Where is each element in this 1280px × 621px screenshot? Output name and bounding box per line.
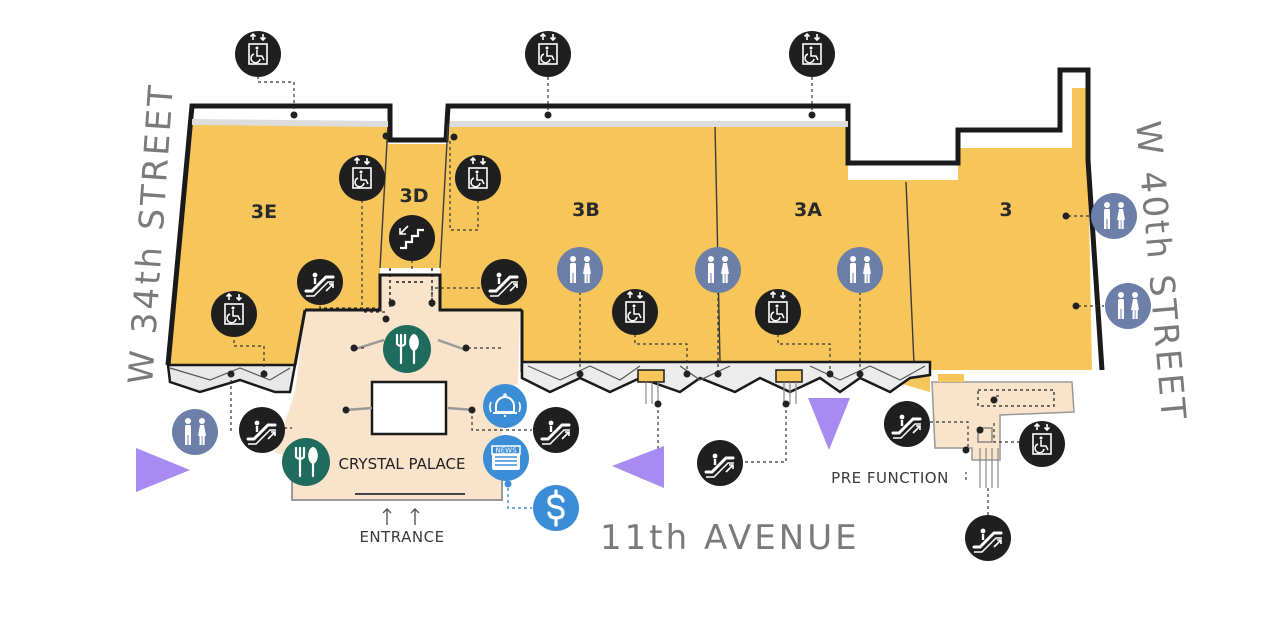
street-label-south: 11th AVENUE (600, 518, 860, 558)
restroom-icon[interactable] (557, 247, 603, 293)
entrance-label: ENTRANCE (359, 528, 444, 546)
escalator-icon[interactable] (295, 257, 345, 307)
restroom-icon[interactable] (1105, 283, 1151, 329)
crystal-palace-label: CRYSTAL PALACE (338, 455, 465, 473)
direction-arrow-icon (612, 446, 664, 488)
escalator-icon[interactable] (479, 257, 529, 307)
accessible-elevator-icon[interactable] (524, 30, 572, 78)
dining-icon[interactable] (280, 436, 332, 488)
hall-floor (168, 88, 1092, 392)
accessible-elevator-icon[interactable] (611, 288, 659, 336)
direction-arrow-icon (808, 398, 850, 450)
lobby-atrium (370, 380, 448, 436)
pre-function-label: PRE FUNCTION (831, 469, 949, 487)
escalator-icon[interactable] (531, 405, 581, 455)
hall-label-3a: 3A (794, 199, 822, 221)
atm-dollar-icon[interactable] (531, 483, 581, 533)
building-wall (165, 67, 1105, 371)
leader-lines (227, 76, 1104, 516)
concierge-bell-icon[interactable] (482, 383, 528, 429)
escalator-icon[interactable] (237, 405, 287, 455)
dining-icon[interactable] (381, 323, 433, 375)
newsstand-icon[interactable]: NEWS (483, 435, 529, 481)
accessible-elevator-icon[interactable] (338, 154, 386, 202)
accessible-elevator-icon[interactable] (1018, 420, 1066, 468)
hall-label-3e: 3E (251, 201, 277, 223)
news-label: NEWS (495, 447, 517, 455)
restroom-icon[interactable] (172, 409, 218, 455)
accessible-elevator-icon[interactable] (788, 30, 836, 78)
hall-label-3d: 3D (400, 185, 429, 207)
restroom-icon[interactable] (1091, 193, 1137, 239)
hall-label-3b: 3B (572, 199, 600, 221)
restroom-icon[interactable] (695, 247, 741, 293)
accessible-elevator-icon[interactable] (754, 288, 802, 336)
hall-label-3: 3 (999, 199, 1012, 221)
street-label-east: W 40th STREET (1127, 119, 1193, 423)
accessible-elevator-icon[interactable] (454, 154, 502, 202)
restroom-icon[interactable] (837, 247, 883, 293)
escalator-icon[interactable] (963, 513, 1013, 563)
direction-arrow-icon (136, 448, 190, 492)
accessible-elevator-icon[interactable] (210, 290, 258, 338)
stairs-icon[interactable] (387, 213, 437, 263)
escalator-icon[interactable] (695, 438, 745, 488)
escalator-icon[interactable] (882, 399, 932, 449)
accessible-elevator-icon[interactable] (234, 30, 282, 78)
